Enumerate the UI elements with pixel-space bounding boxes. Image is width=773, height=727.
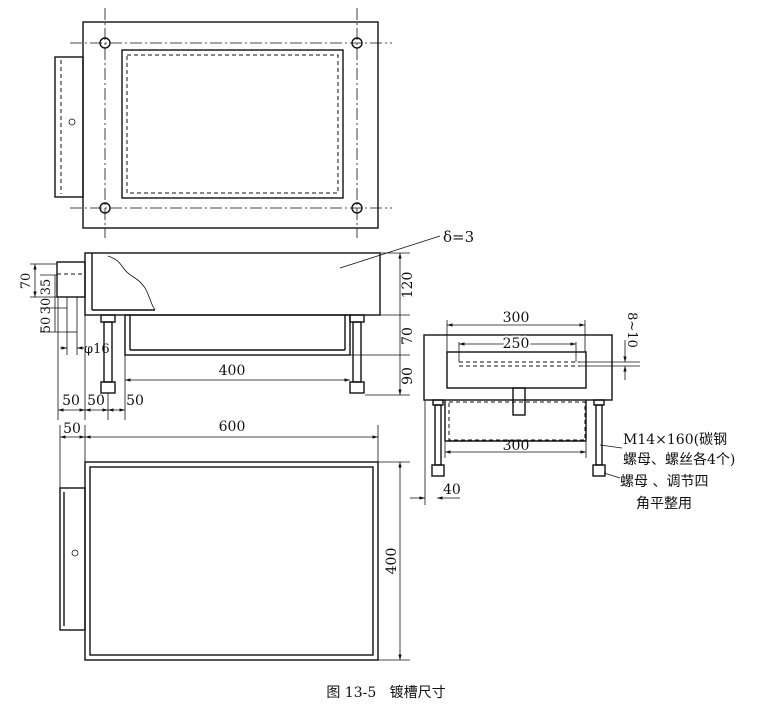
- dim-400-plan: 400: [384, 548, 400, 575]
- top-view: [54, 8, 392, 238]
- side-dim-40: 40: [443, 482, 461, 498]
- dim-600: 600: [219, 419, 246, 435]
- side-dim-250: 250: [503, 336, 530, 352]
- bolt-note-line2: 螺母、螺丝各4个): [623, 452, 735, 468]
- dim-30: 30: [39, 298, 54, 315]
- side-view: 300 250 8~10 300 40 M14×160(碳钢 螺母、螺丝各4个)…: [410, 310, 735, 512]
- dim-70-right: 70: [400, 327, 416, 345]
- dim-50-c: 50: [126, 393, 144, 409]
- side-dim-300-bottom: 300: [503, 438, 530, 454]
- dim-70: 70: [19, 273, 34, 290]
- dim-50-plan: 50: [63, 421, 81, 437]
- thickness-label: δ=3: [443, 228, 474, 246]
- side-dim-300-top: 300: [503, 310, 530, 326]
- bolt-note-line1: M14×160(碳钢: [623, 432, 727, 448]
- dim-400-front: 400: [219, 363, 246, 379]
- dim-90: 90: [400, 367, 416, 385]
- dim-50-left: 50: [39, 317, 54, 334]
- dim-50-b: 50: [87, 393, 105, 409]
- front-view: δ=3 120 70 90 70 35 30 50 φ16 400 50 50 …: [19, 228, 474, 420]
- figure-caption: 图 13-5 镀槽尺寸: [326, 684, 445, 701]
- side-dim-8-10: 8~10: [624, 312, 639, 348]
- dim-50-a: 50: [62, 393, 80, 409]
- dim-35: 35: [39, 279, 54, 296]
- plan-view: 50 600 400: [59, 419, 410, 661]
- nut-note-line1: 螺母 、调节四: [620, 474, 708, 490]
- dim-120: 120: [400, 272, 416, 299]
- nut-note-line2: 角平整用: [636, 496, 692, 512]
- dia-16: φ16: [84, 342, 110, 357]
